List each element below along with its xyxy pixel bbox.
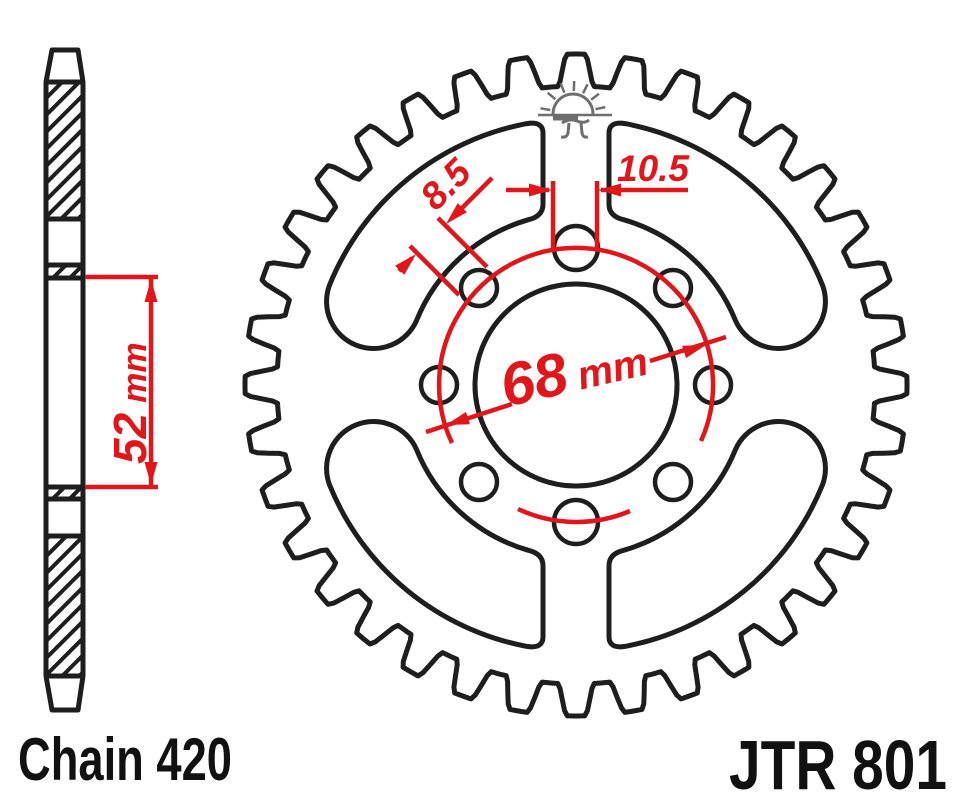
bolt-hole-upper-left [458,267,500,309]
cutout-lower-right [606,419,828,650]
arrowhead [395,254,416,275]
arrowhead [529,183,552,197]
front-view [242,51,910,719]
dimension-arrowheads [144,183,706,485]
sun-rays [540,80,606,112]
dimension-value: 52 [104,412,156,464]
pi-mark [560,118,590,139]
sunrise-logo-icon [538,80,612,139]
side-view [43,47,86,713]
dimension-unit: mm [116,342,154,402]
bolt-hole-lower-left [458,461,500,503]
bolt-hole-upper-right [652,267,694,309]
arrowhead [598,183,621,197]
bolt-circle-arc [436,245,716,444]
arrowhead [144,279,158,302]
sprocket-teeth-outline [242,51,910,719]
bolt-hole-lower-right [652,461,694,503]
side-view-hatch-sliver-upper [48,267,81,277]
bolt-circle-arc-bottom [517,506,631,525]
diameter-line-segment [425,401,513,435]
side-view-hatch-top [48,84,81,218]
side-view-hatch-bottom [48,537,81,674]
extension-line [408,244,461,297]
arrowhead [446,203,467,224]
extension-line [436,216,489,269]
center-bore [472,281,680,489]
cutout-upper-right [606,120,828,351]
side-view-hatch-sliver-lower [48,488,81,498]
dimension-hub-width: 52 mm [85,274,158,490]
dimension-label-10-5: 10.5 [617,148,690,189]
part-number-label: JTR 801 [729,726,947,800]
dimension-value: 68 [494,339,575,419]
cutout-lower-left [324,419,546,650]
arrowhead [682,345,706,359]
arrowhead [144,462,158,485]
arrowhead [446,411,470,425]
cutout-upper-left [324,120,546,351]
chain-size-label: Chain 420 [18,726,232,793]
dimension-label-52mm: 52 mm [104,342,156,464]
sun-dome [551,92,595,115]
